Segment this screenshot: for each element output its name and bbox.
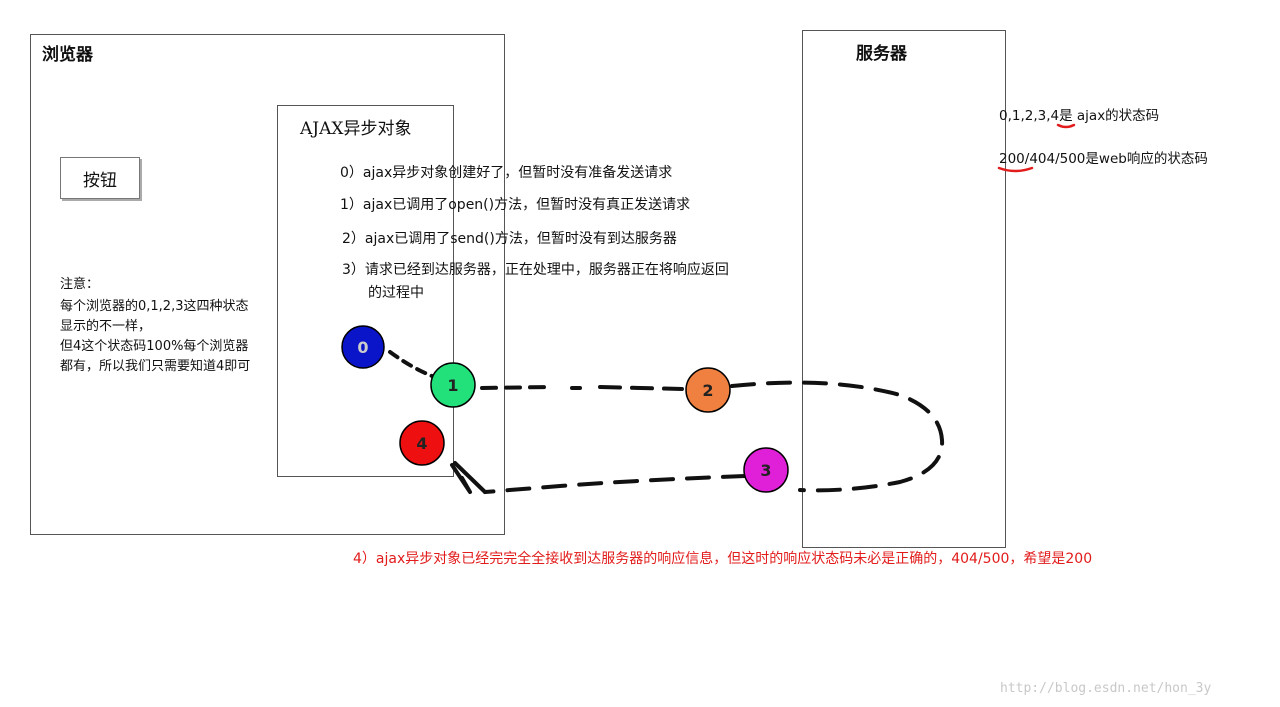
browser-button[interactable]: 按钮 <box>60 157 140 199</box>
state-3-text-cont: 的过程中 <box>368 285 424 301</box>
note-line: 但4这个状态码100%每个浏览器 <box>60 339 249 354</box>
state-node-0-circle <box>341 325 385 369</box>
note-heading: 注意： <box>60 277 100 292</box>
state-node-4-label: 4 <box>416 434 427 453</box>
underline-200 <box>997 166 1034 173</box>
state-node-4-circle <box>399 420 445 466</box>
server-title: 服务器 <box>856 44 907 64</box>
ajax-object-title: AJAX异步对象 <box>300 119 412 139</box>
state-4-text: 4）ajax异步对象已经完完全全接收到达服务器的响应信息，但这时的响应状态码未必… <box>353 551 1093 567</box>
browser-box <box>30 34 505 535</box>
state-node-2-label: 2 <box>702 381 713 400</box>
state-1-text: 1）ajax已调用了open()方法，但暂时没有真正发送请求 <box>340 197 691 213</box>
state-node-3: 3 <box>743 447 789 493</box>
state-node-3-label: 3 <box>760 461 771 480</box>
state-2-text: 2）ajax已调用了send()方法，但暂时没有到达服务器 <box>342 231 677 247</box>
state-node-4: 4 <box>399 420 445 466</box>
underline-4 <box>1056 123 1076 129</box>
flow-line-2-3 <box>730 380 945 493</box>
arrow-head <box>450 463 472 494</box>
state-node-1: 1 <box>430 362 476 408</box>
state-node-0: 0 <box>341 325 385 369</box>
flow-line-1-2c <box>598 385 684 391</box>
state-3-text: 3）请求已经到达服务器，正在处理中，服务器正在将响应返回 <box>342 262 729 278</box>
ajax-object-box <box>277 105 454 477</box>
note-line: 都有，所以我们只需要知道4即可 <box>60 359 251 374</box>
state-node-1-circle <box>430 362 476 408</box>
state-node-2-circle <box>685 367 731 413</box>
web-status-note: 200/404/500是web响应的状态码 <box>999 151 1208 167</box>
server-box <box>802 30 1006 548</box>
state-node-3-circle <box>743 447 789 493</box>
flow-line-3-4 <box>483 474 747 494</box>
state-node-0-label: 0 <box>357 338 368 357</box>
state-node-2: 2 <box>685 367 731 413</box>
note-line: 显示的不一样， <box>60 319 152 334</box>
flow-line-0-1 <box>388 350 434 378</box>
arrow-head-tail <box>453 461 487 494</box>
state-0-text: 0）ajax异步对象创建好了，但暂时没有准备发送请求 <box>340 165 673 181</box>
watermark: http://blog.esdn.net/hon_3y <box>1000 681 1212 696</box>
ajax-status-note: 0,1,2,3,4是 ajax的状态码 <box>999 108 1160 124</box>
note-line: 每个浏览器的0,1,2,3这四种状态 <box>60 299 249 314</box>
browser-title: 浏览器 <box>42 45 93 65</box>
state-node-1-label: 1 <box>447 376 458 395</box>
flow-line-1-2 <box>480 385 552 390</box>
browser-note: 注意： 每个浏览器的0,1,2,3这四种状态 显示的不一样， 但4这个状态码10… <box>60 275 250 377</box>
